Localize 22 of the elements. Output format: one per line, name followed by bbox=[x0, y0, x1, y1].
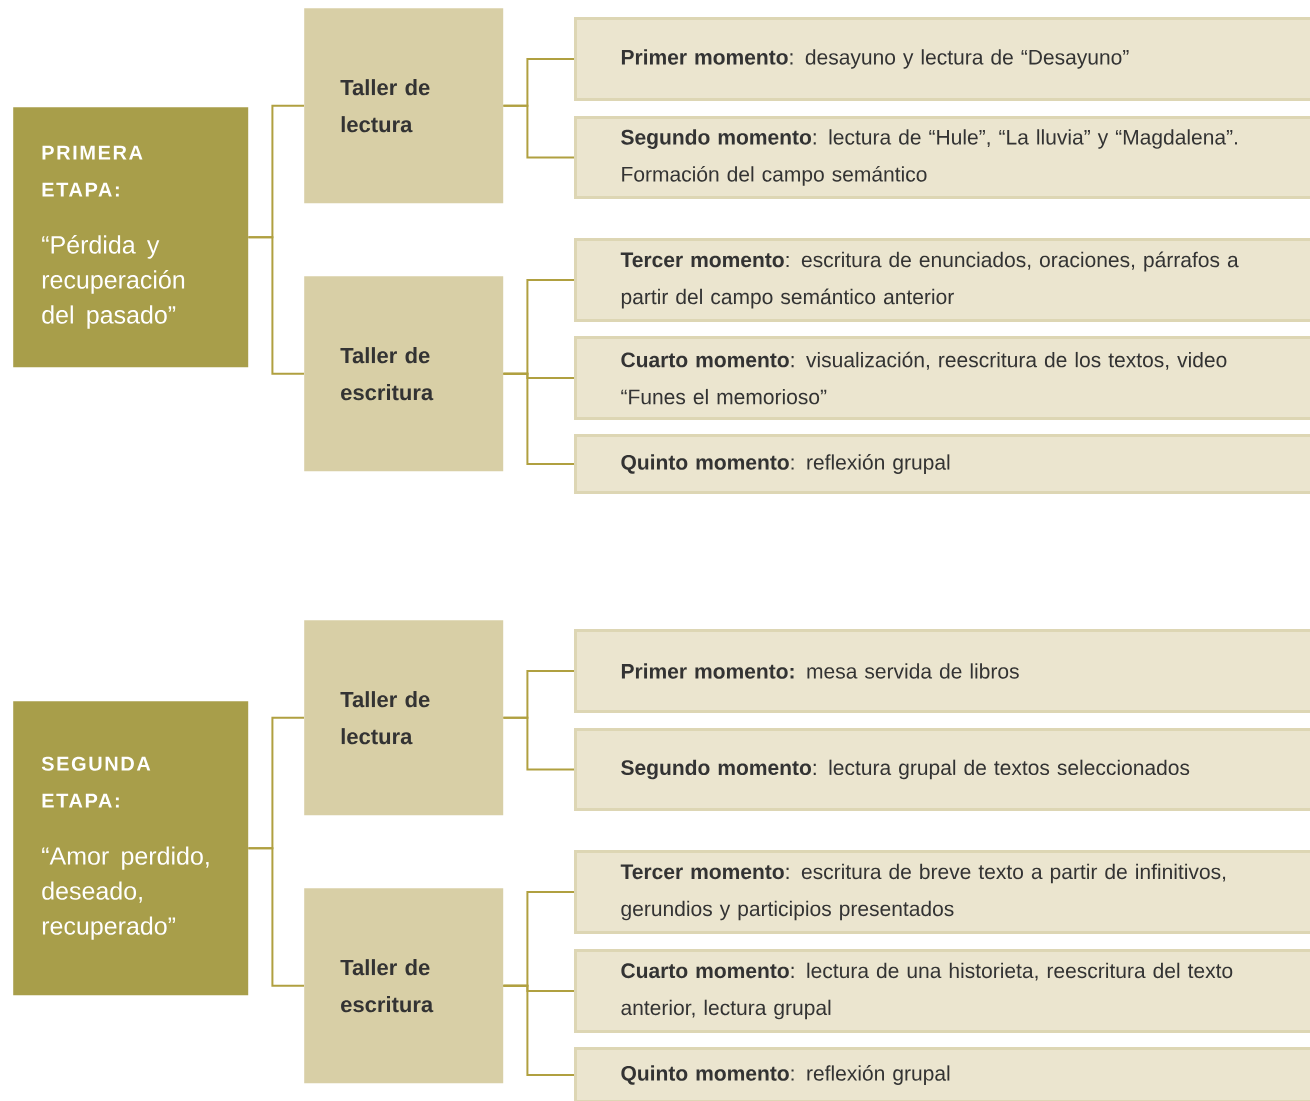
moment-box: Primer momento: mesa servida de libros bbox=[574, 629, 1310, 713]
workshop-box: Taller de lectura bbox=[304, 8, 504, 204]
moment-box: Segundo momento: lectura de “Hule”, “La lluvia” y “Magdalena”. Formación del campo semántico bbox=[574, 116, 1310, 199]
workshop-box: Taller de lectura bbox=[304, 620, 504, 816]
workshop-box: Taller de escritura bbox=[304, 276, 504, 472]
moment-box: Tercer momento: escritura de breve texto a partir de infinitivos, gerundios y participios presentados bbox=[574, 850, 1310, 934]
moment-box: Tercer momento: escritura de enunciados, oraciones, párrafos a partir del campo semántico anterior bbox=[574, 238, 1310, 322]
moment-box: Segundo momento: lectura grupal de textos seleccionados bbox=[574, 728, 1310, 811]
connector-line bbox=[502, 984, 575, 1076]
moment-box: Quinto momento: reflexión grupal bbox=[574, 1047, 1310, 1101]
connector-line bbox=[502, 716, 575, 771]
connector-line bbox=[502, 372, 575, 465]
moment-box: Quinto momento: reflexión grupal bbox=[574, 434, 1310, 494]
moment-box: Cuarto momento: lectura de una historieta, reescritura del texto anterior, lectura grupal bbox=[574, 949, 1310, 1033]
workshop-box: Taller de escritura bbox=[304, 888, 504, 1084]
connector-line bbox=[502, 104, 575, 159]
moment-box: Primer momento: desayuno y lectura de “Desayuno” bbox=[574, 17, 1310, 101]
moment-box: Cuarto momento: visualización, reescritura de los textos, video “Funes el memorioso” bbox=[574, 336, 1310, 420]
stage-box: SEGUNDA ETAPA: “Amor perdido, deseado, recuperado” bbox=[13, 701, 249, 996]
stage-box: PRIMERA ETAPA: “Pérdida y recuperación del pasado” bbox=[13, 107, 249, 368]
connector-line bbox=[247, 847, 305, 987]
connector-line bbox=[247, 236, 305, 375]
